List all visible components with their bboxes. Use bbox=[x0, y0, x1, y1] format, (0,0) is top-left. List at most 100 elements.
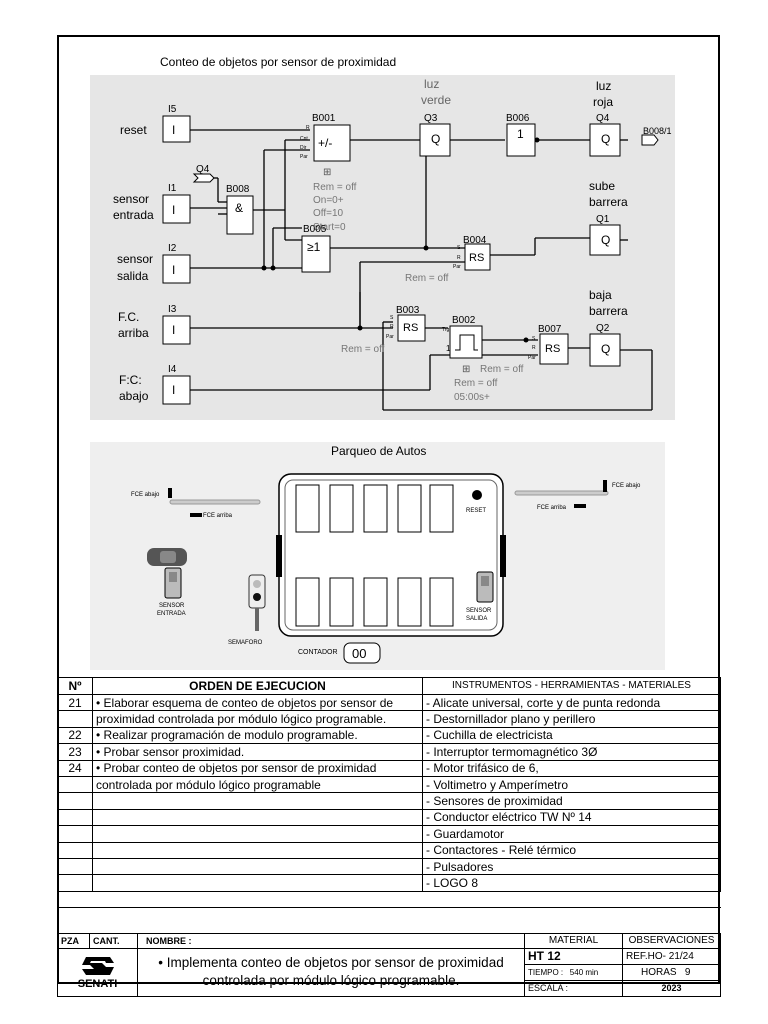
table-row: - Sensores de proximidad bbox=[57, 792, 721, 810]
svg-text:B002: B002 bbox=[452, 315, 476, 326]
svg-text:05:00s+: 05:00s+ bbox=[454, 392, 490, 403]
block-b006-not bbox=[506, 123, 536, 157]
svg-text:⊞: ⊞ bbox=[323, 167, 331, 178]
col-instr-header: INSTRUMENTOS - HERRAMIENTAS - MATERIALES bbox=[422, 677, 721, 695]
svg-text:Rem = off: Rem = off bbox=[454, 378, 498, 389]
table-row: 21• Elaborar esquema de conteo de objeto… bbox=[57, 693, 721, 712]
svg-text:luz: luz bbox=[424, 77, 439, 91]
svg-text:Trg: Trg bbox=[442, 327, 450, 333]
svg-text:I4: I4 bbox=[168, 364, 177, 375]
svg-text:I: I bbox=[172, 203, 175, 217]
svg-text:R: R bbox=[390, 324, 394, 330]
svg-text:luz: luz bbox=[596, 79, 611, 93]
table-row: - Guardamotor bbox=[57, 825, 721, 843]
input-box-i4 bbox=[162, 375, 191, 405]
svg-text:sube: sube bbox=[589, 179, 615, 193]
senati-logo-icon bbox=[81, 956, 114, 975]
observaciones-label: OBSERVACIONES bbox=[621, 932, 722, 949]
svg-text:roja: roja bbox=[593, 95, 613, 109]
svg-text:B003: B003 bbox=[396, 305, 420, 316]
svg-text:1: 1 bbox=[446, 344, 451, 353]
svg-text:sensor: sensor bbox=[117, 252, 153, 266]
block-b002-timer bbox=[449, 325, 483, 359]
flag-q4-input bbox=[192, 173, 215, 183]
svg-text:I: I bbox=[172, 123, 175, 137]
svg-text:Q4: Q4 bbox=[596, 113, 610, 124]
svg-text:Q: Q bbox=[601, 132, 610, 146]
svg-text:+/-: +/- bbox=[318, 136, 332, 150]
diagram-title: Conteo de objetos por sensor de proximid… bbox=[160, 55, 396, 69]
table-row: - Contactores - Relé térmico bbox=[57, 841, 721, 859]
svg-text:≥1: ≥1 bbox=[307, 240, 321, 254]
output-q2 bbox=[589, 333, 621, 367]
svg-text:FCE abajo: FCE abajo bbox=[612, 483, 641, 489]
svg-text:arriba: arriba bbox=[118, 326, 149, 340]
parking-title: Parqueo de Autos bbox=[331, 444, 426, 458]
svg-text:FCE arriba: FCE arriba bbox=[537, 505, 567, 511]
svg-text:F.C.: F.C. bbox=[118, 310, 139, 324]
material-label: MATERIAL bbox=[524, 932, 623, 949]
horas-cell: HORAS 9 bbox=[621, 963, 722, 981]
order-table: Nº ORDEN DE EJECUCION INSTRUMENTOS - HER… bbox=[57, 677, 721, 909]
svg-text:SENSOR: SENSOR bbox=[159, 603, 185, 609]
svg-text:Rem = off: Rem = off bbox=[341, 344, 385, 355]
svg-text:CONTADOR: CONTADOR bbox=[298, 649, 338, 656]
svg-text:R: R bbox=[532, 345, 536, 351]
tiempo-cell: TIEMPO : 540 min bbox=[524, 963, 623, 981]
table-row: 24• Probar conteo de objetos por sensor … bbox=[57, 759, 721, 777]
flag-b008-1 bbox=[641, 134, 659, 146]
svg-text:RS: RS bbox=[469, 252, 484, 264]
svg-text:&: & bbox=[235, 201, 243, 215]
svg-text:SEMAFORO: SEMAFORO bbox=[228, 640, 263, 646]
svg-text:SENSOR: SENSOR bbox=[466, 608, 492, 614]
svg-text:Q1: Q1 bbox=[596, 214, 610, 225]
svg-text:barrera: barrera bbox=[589, 195, 628, 209]
traffic-light bbox=[248, 574, 266, 609]
svg-text:S: S bbox=[390, 315, 394, 321]
svg-text:Par: Par bbox=[453, 264, 461, 270]
svg-text:Q3: Q3 bbox=[424, 113, 438, 124]
svg-text:Par: Par bbox=[300, 154, 308, 160]
nombre-label: NOMBRE : bbox=[137, 932, 525, 949]
col-num-header: Nº bbox=[57, 677, 93, 695]
svg-text:verde: verde bbox=[421, 93, 451, 107]
svg-text:Q2: Q2 bbox=[596, 323, 610, 334]
svg-text:S: S bbox=[457, 245, 461, 251]
svg-text:I1: I1 bbox=[168, 183, 177, 194]
svg-text:B007: B007 bbox=[538, 324, 562, 335]
svg-text:⊞: ⊞ bbox=[462, 364, 470, 375]
table-row: 22• Realizar programación de modulo prog… bbox=[57, 726, 721, 745]
svg-text:RS: RS bbox=[403, 322, 418, 334]
svg-text:B005: B005 bbox=[303, 224, 327, 235]
svg-text:Q4: Q4 bbox=[196, 164, 210, 175]
svg-text:R: R bbox=[306, 125, 310, 131]
input-id-i5: I5 bbox=[168, 104, 177, 115]
svg-text:FCE abajo: FCE abajo bbox=[131, 492, 160, 498]
logo-logic-diagram: Conteo de objetos por sensor de proximid… bbox=[90, 50, 675, 420]
svg-text:abajo: abajo bbox=[119, 389, 149, 403]
svg-text:I: I bbox=[172, 323, 175, 337]
output-q1 bbox=[589, 224, 621, 256]
svg-text:B004: B004 bbox=[463, 235, 487, 246]
input-box-i3 bbox=[162, 315, 191, 345]
table-row: - Conductor eléctrico TW Nº 14 bbox=[57, 808, 721, 827]
svg-text:salida: salida bbox=[117, 269, 149, 283]
table-row: - LOGO 8 bbox=[57, 874, 721, 892]
svg-text:R: R bbox=[457, 255, 461, 261]
year: 2023 bbox=[621, 979, 722, 997]
svg-text:FCE arriba: FCE arriba bbox=[203, 513, 233, 519]
input-box-i2 bbox=[162, 254, 191, 284]
document-title: • Implementa conteo de objetos por senso… bbox=[137, 947, 525, 997]
svg-text:Off=10: Off=10 bbox=[313, 208, 344, 219]
block-b005-or bbox=[301, 235, 331, 273]
table-row: controlada por módulo lógico programable… bbox=[57, 775, 721, 794]
svg-text:Dir: Dir bbox=[300, 145, 307, 151]
block-b007-rs bbox=[539, 333, 569, 365]
table-row: proximidad controlada por módulo lógico … bbox=[57, 710, 721, 728]
block-b008-and bbox=[226, 195, 254, 235]
svg-text:B008: B008 bbox=[226, 184, 250, 195]
svg-text:B006: B006 bbox=[506, 113, 530, 124]
svg-text:I: I bbox=[172, 263, 175, 277]
svg-text:Par: Par bbox=[528, 355, 536, 361]
table-row: 23• Probar sensor proximidad.- Interrupt… bbox=[57, 743, 721, 761]
